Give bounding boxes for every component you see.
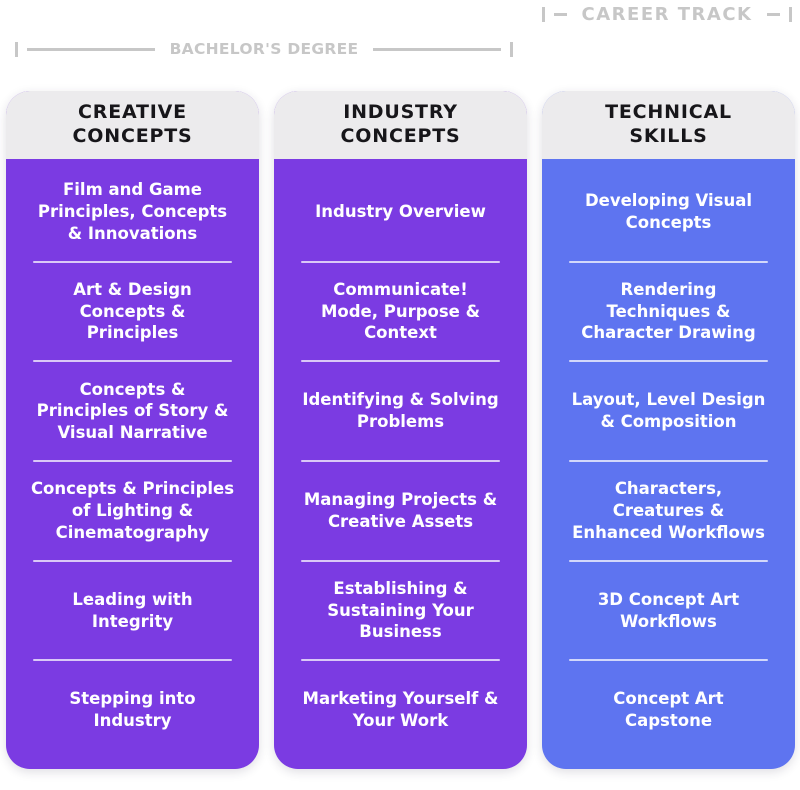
bracket-left-tick <box>15 41 18 57</box>
item-divider <box>568 260 769 263</box>
item-divider <box>568 460 769 463</box>
item-divider <box>32 659 233 662</box>
bracket-left-tick <box>542 6 545 22</box>
bachelors-degree-bracket: BACHELOR'S DEGREE <box>15 40 513 58</box>
item-divider <box>32 260 233 263</box>
item-divider <box>32 360 233 363</box>
course-item: Communicate!Mode, Purpose &Context <box>320 279 481 343</box>
career-track-bracket: CAREER TRACK <box>542 3 793 25</box>
item-divider <box>568 559 769 562</box>
bracket-right-tick <box>510 41 513 57</box>
bracket-right-line <box>767 12 781 16</box>
course-item: Characters,Creatures &Enhanced Workflows <box>572 479 765 542</box>
course-item: Industry Overview <box>315 201 486 221</box>
item-divider <box>300 559 501 562</box>
item-divider <box>300 260 501 263</box>
column-body: Industry Overview Communicate!Mode, Purp… <box>274 159 527 769</box>
course-item: Concepts &Principles of Story &Visual Na… <box>36 379 229 443</box>
item-divider <box>300 360 501 363</box>
bracket-left-line <box>27 47 155 51</box>
career-track-label: CAREER TRACK <box>581 3 753 25</box>
item-divider <box>32 559 233 562</box>
item-divider <box>300 460 501 463</box>
course-item: Managing Projects &Creative Assets <box>303 490 498 531</box>
bracket-right-line <box>373 47 501 51</box>
bracket-right-tick <box>789 6 793 22</box>
item-divider <box>568 360 769 363</box>
course-item: Layout, Level Design& Composition <box>571 390 766 432</box>
bracket-left-line <box>554 12 567 16</box>
bachelors-degree-label: BACHELOR'S DEGREE <box>169 40 359 58</box>
item-divider <box>300 659 501 662</box>
item-divider <box>32 460 233 463</box>
course-item: Marketing Yourself &Your Work <box>302 689 499 731</box>
item-divider <box>568 659 769 662</box>
